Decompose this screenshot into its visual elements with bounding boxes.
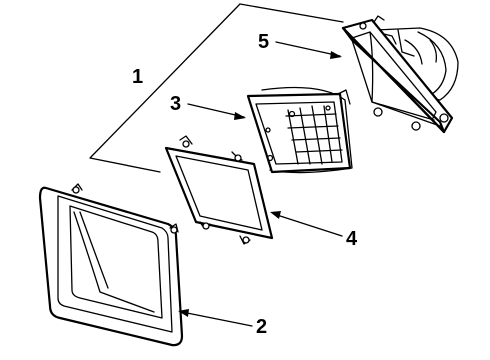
sealed-beam-lamp-icon xyxy=(246,86,353,174)
arrowhead-3 xyxy=(234,112,246,120)
arrowhead-2 xyxy=(178,309,189,317)
callout-1: 1 xyxy=(132,66,143,88)
leader-5 xyxy=(275,41,341,57)
headlamp-door-bezel-icon xyxy=(38,183,184,347)
bezel-outer xyxy=(38,186,184,347)
callout-2: 2 xyxy=(256,316,267,338)
callout-4: 4 xyxy=(346,228,358,250)
assembly-bracket xyxy=(89,3,344,173)
ring-outer xyxy=(164,146,274,240)
leader-2 xyxy=(181,311,253,327)
leader-4 xyxy=(273,213,343,237)
callout-5: 5 xyxy=(258,31,269,53)
callout-3: 3 xyxy=(170,93,181,115)
housing-frame-outer xyxy=(341,18,454,134)
bracket-line xyxy=(89,3,344,173)
arrowhead-5 xyxy=(330,51,342,59)
arrowhead-4 xyxy=(270,211,281,219)
headlamp-housing-icon xyxy=(341,15,459,134)
retaining-ring-icon xyxy=(164,135,274,245)
leader-arrows xyxy=(178,41,343,327)
